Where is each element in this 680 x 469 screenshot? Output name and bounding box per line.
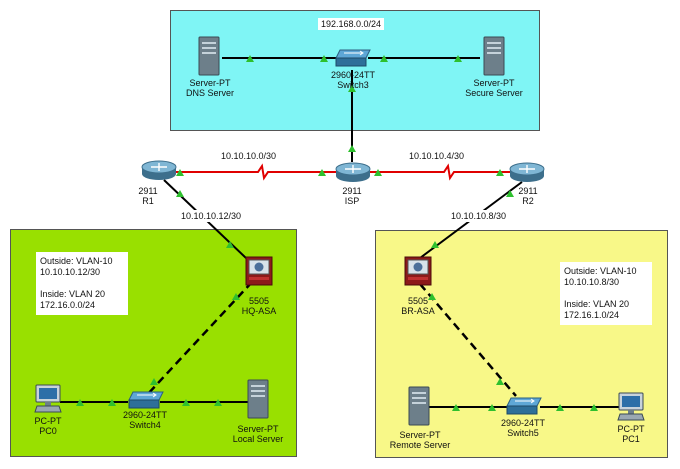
secure-server[interactable] bbox=[483, 36, 505, 81]
server-icon bbox=[198, 36, 220, 76]
link-up-indicator bbox=[182, 399, 190, 406]
r1-isp-subnet-label: 10.10.10.0/30 bbox=[218, 150, 280, 162]
hq-vlan-note: Outside: VLAN-10 10.10.10.12/30 Inside: … bbox=[36, 252, 128, 315]
link-up-indicator bbox=[246, 55, 254, 62]
r1-hqasa-subnet-label: 10.10.10.12/30 bbox=[178, 210, 245, 222]
link-r1-isp-serial[interactable] bbox=[170, 163, 336, 181]
link-up-indicator bbox=[108, 399, 116, 406]
link-up-indicator bbox=[506, 190, 514, 197]
remote-server[interactable] bbox=[408, 386, 430, 431]
server-icon bbox=[483, 36, 505, 76]
link-up-indicator bbox=[454, 55, 462, 62]
local-server[interactable] bbox=[247, 379, 269, 424]
pc-icon bbox=[34, 384, 62, 413]
dns-server[interactable] bbox=[198, 36, 220, 81]
link-brasa-switch5[interactable] bbox=[419, 283, 517, 397]
router-icon bbox=[509, 162, 545, 182]
server-farm-area bbox=[170, 10, 540, 131]
switch-icon bbox=[506, 397, 542, 415]
link-up-indicator bbox=[431, 241, 439, 248]
link-up-indicator bbox=[556, 404, 564, 411]
link-up-indicator bbox=[348, 145, 356, 152]
switch4[interactable] bbox=[127, 390, 165, 415]
link-up-indicator bbox=[150, 378, 158, 385]
link-up-indicator bbox=[428, 293, 436, 300]
link-up-indicator bbox=[488, 404, 496, 411]
isp-r2-subnet-label: 10.10.10.4/30 bbox=[406, 150, 468, 162]
link-up-indicator bbox=[496, 378, 504, 385]
r2-brasa-subnet-label: 10.10.10.8/30 bbox=[448, 210, 510, 222]
link-up-indicator bbox=[176, 190, 184, 197]
server-farm-subnet-label: 192.168.0.0/24 bbox=[318, 18, 385, 30]
link-up-indicator bbox=[214, 399, 222, 406]
server-icon bbox=[247, 379, 269, 419]
router-icon bbox=[335, 162, 371, 182]
router-icon bbox=[141, 160, 177, 180]
link-up-indicator bbox=[496, 169, 504, 176]
firewall-icon bbox=[404, 256, 432, 286]
link-up-indicator bbox=[380, 55, 388, 62]
switch-icon bbox=[335, 49, 371, 67]
link-up-indicator bbox=[76, 399, 84, 406]
br-asa[interactable] bbox=[404, 256, 432, 291]
link-up-indicator bbox=[348, 85, 356, 92]
switch-icon bbox=[128, 391, 164, 409]
isp-router[interactable] bbox=[334, 160, 372, 189]
link-up-indicator bbox=[374, 169, 382, 176]
hq-asa[interactable] bbox=[245, 256, 273, 291]
link-up-indicator bbox=[176, 169, 184, 176]
link-up-indicator bbox=[320, 55, 328, 62]
link-up-indicator bbox=[232, 293, 240, 300]
link-isp-r2-serial[interactable] bbox=[370, 163, 512, 181]
link-up-indicator bbox=[590, 404, 598, 411]
pc1[interactable] bbox=[617, 392, 645, 427]
r1-router[interactable] bbox=[140, 158, 178, 187]
pc-icon bbox=[617, 392, 645, 421]
r2-router[interactable] bbox=[508, 160, 546, 189]
link-up-indicator bbox=[318, 169, 326, 176]
link-up-indicator bbox=[226, 241, 234, 248]
link-up-indicator bbox=[452, 404, 460, 411]
switch3[interactable] bbox=[334, 48, 372, 73]
pc0[interactable] bbox=[34, 384, 62, 419]
firewall-icon bbox=[245, 256, 273, 286]
branch-vlan-note: Outside: VLAN-10 10.10.10.8/30 Inside: V… bbox=[560, 262, 652, 325]
server-icon bbox=[408, 386, 430, 426]
switch5[interactable] bbox=[505, 396, 543, 421]
